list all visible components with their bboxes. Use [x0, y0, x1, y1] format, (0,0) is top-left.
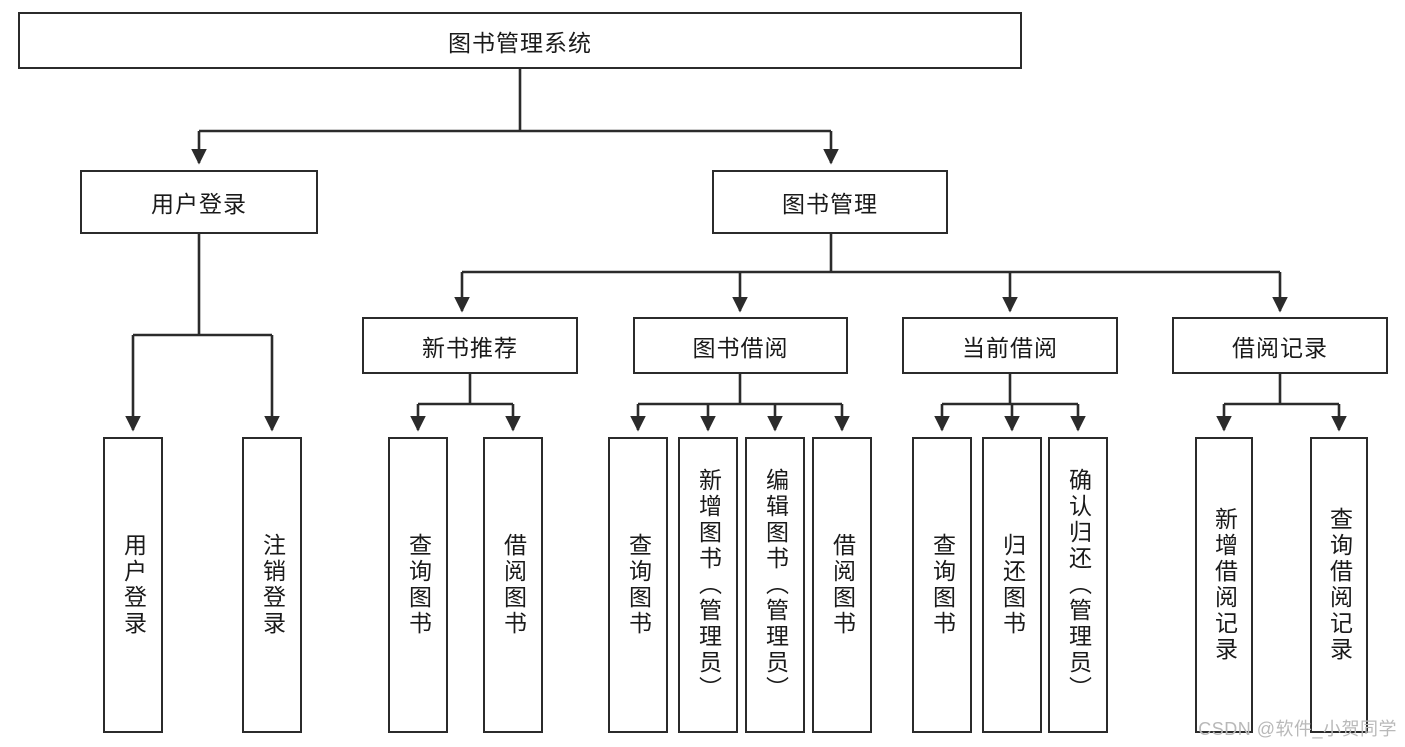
- node-leaf-return-book-label: 归还图书: [999, 533, 1026, 637]
- node-leaf-borrow-book-1[interactable]: 借阅图书: [483, 437, 543, 733]
- node-current-borrow-label: 当前借阅: [962, 334, 1058, 361]
- node-leaf-add-book-label: 新增图书（管理员）: [695, 468, 722, 702]
- node-new-book-recommend[interactable]: 新书推荐: [362, 317, 578, 374]
- node-user-login-label: 用户登录: [151, 191, 247, 217]
- node-borrow-record[interactable]: 借阅记录: [1172, 317, 1388, 374]
- node-leaf-add-record-label: 新增借阅记录: [1211, 507, 1238, 663]
- node-book-borrow-label: 图书借阅: [692, 334, 789, 361]
- node-root[interactable]: 图书管理系统: [18, 12, 1022, 69]
- node-leaf-logout-label: 注销登录: [259, 533, 286, 637]
- node-leaf-query-book-3-label: 查询图书: [929, 533, 956, 637]
- node-leaf-borrow-book-2[interactable]: 借阅图书: [812, 437, 872, 733]
- node-leaf-return-book[interactable]: 归还图书: [982, 437, 1042, 733]
- node-leaf-query-book-2[interactable]: 查询图书: [608, 437, 668, 733]
- node-leaf-user-login[interactable]: 用户登录: [103, 437, 163, 733]
- node-user-login[interactable]: 用户登录: [80, 170, 318, 234]
- node-leaf-query-record-label: 查询借阅记录: [1326, 507, 1353, 663]
- node-leaf-query-record[interactable]: 查询借阅记录: [1310, 437, 1368, 733]
- node-current-borrow[interactable]: 当前借阅: [902, 317, 1118, 374]
- node-leaf-logout[interactable]: 注销登录: [242, 437, 302, 733]
- node-borrow-record-label: 借阅记录: [1232, 334, 1328, 361]
- node-new-book-recommend-label: 新书推荐: [422, 334, 518, 361]
- node-leaf-query-book-2-label: 查询图书: [625, 533, 652, 637]
- watermark-text: CSDN @软件_小贺同学: [1198, 719, 1397, 739]
- node-leaf-edit-book-label: 编辑图书（管理员）: [762, 468, 789, 702]
- node-leaf-user-login-label: 用户登录: [120, 533, 147, 637]
- node-leaf-confirm-return[interactable]: 确认归还（管理员）: [1048, 437, 1108, 733]
- node-leaf-add-record[interactable]: 新增借阅记录: [1195, 437, 1253, 733]
- node-book-manage[interactable]: 图书管理: [712, 170, 948, 234]
- node-leaf-borrow-book-1-label: 借阅图书: [500, 533, 527, 637]
- node-leaf-query-book-3[interactable]: 查询图书: [912, 437, 972, 733]
- node-leaf-add-book[interactable]: 新增图书（管理员）: [678, 437, 738, 733]
- node-book-manage-label: 图书管理: [782, 191, 878, 217]
- node-root-label: 图书管理系统: [448, 29, 592, 56]
- node-leaf-edit-book[interactable]: 编辑图书（管理员）: [745, 437, 805, 733]
- node-leaf-query-book-1[interactable]: 查询图书: [388, 437, 448, 733]
- node-book-borrow[interactable]: 图书借阅: [633, 317, 848, 374]
- node-leaf-query-book-1-label: 查询图书: [405, 533, 432, 637]
- node-leaf-borrow-book-2-label: 借阅图书: [829, 533, 856, 637]
- node-leaf-confirm-return-label: 确认归还（管理员）: [1065, 468, 1092, 702]
